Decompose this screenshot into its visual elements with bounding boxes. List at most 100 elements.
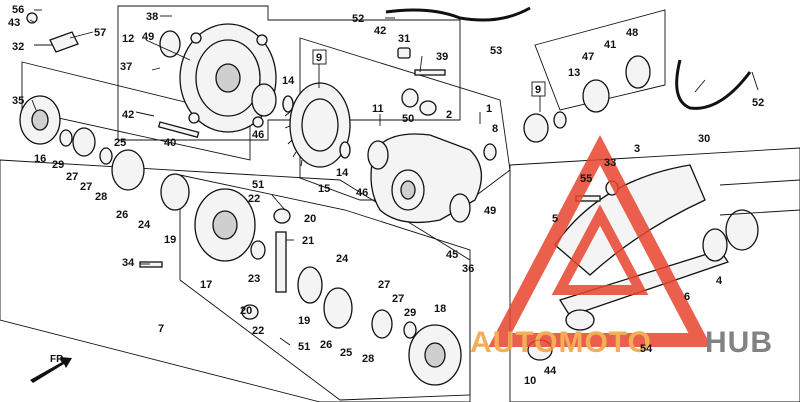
- callout-16: 16: [34, 153, 46, 165]
- callout-27-top-b: 27: [80, 181, 92, 193]
- callout-26-bottom: 26: [320, 339, 332, 351]
- oil-seal: [449, 193, 471, 223]
- callout-20-top: 20: [304, 213, 316, 225]
- callout-44: 44: [544, 365, 557, 377]
- o-ring: [401, 88, 419, 108]
- callout-21: 21: [302, 235, 314, 247]
- bearing: [371, 309, 393, 339]
- callout-19-top: 19: [164, 234, 176, 246]
- front-arrow-icon: [30, 357, 72, 383]
- ring-gear: [284, 82, 351, 168]
- callout-19-bottom: 19: [298, 315, 310, 327]
- callout-36: 36: [462, 263, 474, 275]
- callout-7: 7: [158, 323, 164, 335]
- drive-pinion: [523, 113, 549, 143]
- callout-20-bottom: 20: [240, 305, 252, 317]
- callout-27-bottom-a: 27: [378, 279, 390, 291]
- bolt: [157, 121, 200, 138]
- callout-26-top: 26: [116, 209, 128, 221]
- callout-53: 53: [490, 45, 502, 57]
- callout-14-top: 14: [282, 75, 295, 87]
- callout-42-left: 42: [122, 109, 134, 121]
- callout-25-top: 25: [114, 137, 126, 149]
- nut: [26, 12, 38, 24]
- callout-48: 48: [626, 27, 638, 39]
- callout-49-top: 49: [142, 31, 154, 43]
- shim: [339, 141, 351, 159]
- callout-37: 37: [120, 61, 132, 73]
- bracket: [49, 31, 79, 53]
- callout-9-right: 9: [535, 84, 541, 96]
- callout-17: 17: [200, 279, 212, 291]
- clutch-plate: [323, 287, 353, 329]
- shim: [553, 111, 567, 129]
- callout-18: 18: [434, 303, 446, 315]
- watermark-triangle-inner: [551, 204, 649, 295]
- callout-33: 33: [604, 157, 616, 169]
- bearing: [582, 79, 610, 113]
- callout-22-bottom: 22: [252, 325, 264, 337]
- callout-5: 5: [552, 213, 558, 225]
- callout-39: 39: [436, 51, 448, 63]
- callout-4: 4: [716, 275, 723, 287]
- callout-24-top: 24: [138, 219, 151, 231]
- inner-differential-group: [179, 174, 471, 401]
- callout-24-bottom: 24: [336, 253, 349, 265]
- watermark-brand-2: HUB: [705, 326, 773, 359]
- callout-46-mid: 46: [356, 187, 368, 199]
- filler-cap: [419, 100, 437, 116]
- bearing: [367, 140, 389, 170]
- frame-mount: [719, 179, 800, 216]
- callout-52-right: 52: [752, 97, 764, 109]
- callout-6: 6: [684, 291, 690, 303]
- gear-case-housing: [179, 23, 277, 133]
- watermark-brand-1: AUTOMOTO: [470, 326, 652, 359]
- callout-54: 54: [640, 343, 653, 355]
- upper-gear-case-group: [117, 5, 461, 141]
- callout-box-9-left: [312, 49, 327, 65]
- parts: [19, 6, 800, 386]
- breather-tube: [675, 59, 752, 110]
- pinion-gear: [241, 304, 259, 320]
- callout-42-top: 42: [374, 25, 386, 37]
- right-housing: [408, 324, 462, 386]
- callout-11: 11: [372, 103, 384, 115]
- callout-12: 12: [122, 33, 134, 45]
- thrust-washer: [250, 240, 266, 260]
- callout-23: 23: [248, 273, 260, 285]
- callout-50: 50: [402, 113, 414, 125]
- bolt: [414, 69, 446, 76]
- callout-box-9-right: [531, 81, 546, 97]
- callout-28-top: 28: [95, 191, 107, 203]
- callout-15: 15: [318, 183, 330, 195]
- callout-14-mid: 14: [336, 167, 349, 179]
- callout-22-top: 22: [248, 193, 260, 205]
- bearing: [251, 83, 277, 117]
- callout-41: 41: [604, 39, 616, 51]
- callout-27-bottom-b: 27: [392, 293, 404, 305]
- o-ring: [483, 143, 497, 161]
- oil-seal: [625, 55, 651, 89]
- upper-left-group: [21, 61, 251, 161]
- breather-tube: [385, 6, 531, 22]
- pinion-group: [534, 9, 666, 111]
- callout-numbers: 56 43 32 57 38 12 49 37 35 42 40 16 29 2…: [8, 4, 764, 387]
- leader-lines: [29, 9, 759, 346]
- shim: [282, 95, 294, 113]
- callout-9-left: 9: [316, 52, 322, 64]
- differential-case: [194, 188, 256, 262]
- oil-seal: [159, 30, 181, 58]
- callout-45: 45: [446, 249, 458, 261]
- callout-35: 35: [12, 95, 24, 107]
- callout-13: 13: [568, 67, 580, 79]
- callout-55: 55: [580, 173, 592, 185]
- callout-40: 40: [164, 137, 176, 149]
- side-gear: [297, 266, 323, 304]
- bolt: [139, 261, 163, 268]
- shim: [403, 321, 417, 339]
- watermark-triangle: [488, 134, 712, 347]
- callout-38: 38: [146, 11, 158, 23]
- callout-51-top: 51: [252, 179, 264, 191]
- callout-57: 57: [94, 27, 106, 39]
